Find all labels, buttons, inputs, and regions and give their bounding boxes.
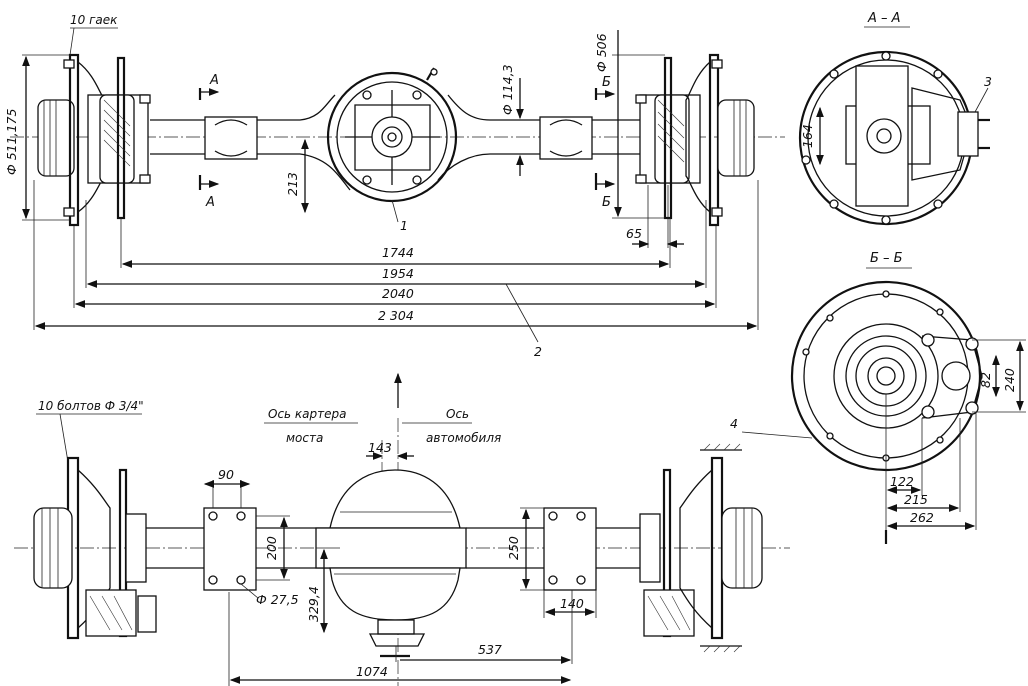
dim-143: 143 [368, 440, 392, 455]
vehicle-axis-label-1: Ось [446, 407, 469, 421]
dim-1954: 1954 [382, 266, 414, 281]
nuts-label: 10 гаек [70, 13, 118, 27]
dim-tube-diameter: Ф 114,3 [500, 64, 515, 115]
dim-240: 240 [1002, 368, 1017, 392]
dim-drum-diameter: Ф 506 [594, 33, 609, 72]
dim-329-4: 329,4 [306, 586, 321, 622]
section-a-a: А – А 164 3 [798, 11, 992, 226]
plan-differential [315, 469, 467, 662]
callout-3: 3 [984, 74, 992, 89]
plan-left-spring-pad: 90 200 Ф 27,5 [203, 467, 299, 607]
dim-1074: 1074 [356, 664, 388, 679]
axle-housing-axis-label-2: моста [286, 431, 323, 445]
cut-marker-a: А А [198, 73, 220, 210]
callout-2: 2 [534, 344, 542, 359]
plan-view: Ось картера моста Ось автомобиля 143 10 … [14, 372, 790, 686]
dim-flange-diameter: Ф 511,175 [4, 109, 19, 175]
cut-b-top-label: Б [602, 75, 611, 90]
front-view: А А Б Б Ф 511,175 10 гаек Ф 506 Ф 114,3 [4, 13, 785, 359]
callout-1: 1 [400, 218, 408, 233]
dim-82: 82 [978, 372, 993, 388]
dim-215: 215 [904, 492, 928, 507]
dim-1744: 1744 [382, 245, 414, 260]
axle-housing-axis-label-1: Ось картера [268, 407, 347, 421]
dim-65: 65 [626, 226, 642, 241]
differential-housing [326, 67, 458, 203]
dim-122: 122 [890, 474, 914, 489]
dim-537: 537 [478, 642, 502, 657]
dim-90: 90 [218, 467, 234, 482]
dim-250: 250 [506, 536, 521, 560]
dim-213: 213 [285, 172, 300, 196]
cut-b-bottom-label: Б [602, 195, 611, 210]
vehicle-axis-label-2: автомобиля [426, 431, 501, 445]
dim-262: 262 [910, 510, 934, 525]
section-b-b: Б – Б 240 82 122 21 [730, 251, 1026, 544]
plan-left-hub [33, 456, 157, 640]
cut-a-bottom-label: А [205, 195, 215, 210]
left-axle-tube [150, 94, 336, 121]
section-bb-title: Б – Б [870, 251, 903, 266]
right-hub [635, 53, 755, 227]
dim-2040: 2040 [382, 286, 414, 301]
right-spring-pad [539, 116, 593, 160]
dim-2304: 2 304 [378, 308, 414, 323]
left-hub [37, 53, 151, 227]
callout-4: 4 [730, 416, 738, 431]
bolts-label: 10 болтов Ф 3/4" [38, 399, 144, 413]
cut-marker-b: Б Б [594, 75, 616, 210]
dim-200: 200 [264, 536, 279, 560]
plan-right-spring-pad: 250 140 [506, 507, 597, 618]
cut-a-top-label: А [209, 73, 219, 88]
dim-hole-27-5: Ф 27,5 [256, 592, 299, 607]
section-aa-title: А – А [867, 11, 901, 26]
plan-right-hub [639, 443, 763, 653]
left-spring-pad [204, 116, 258, 160]
dim-164: 164 [800, 124, 815, 148]
